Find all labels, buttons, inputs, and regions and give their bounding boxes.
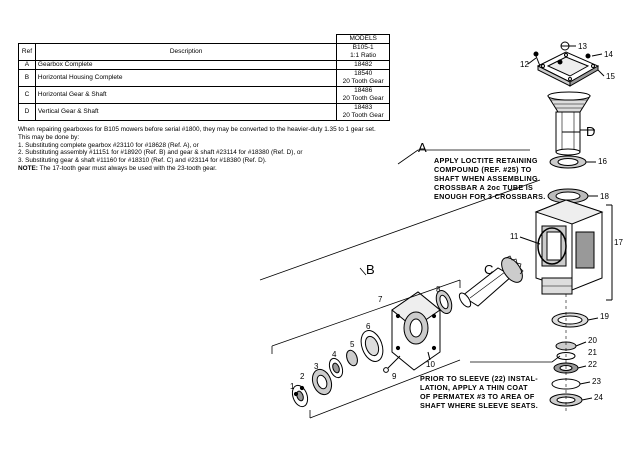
callout-line: CROSSBAR A 2oc TUBE IS [434,183,534,192]
part-number: 4 [332,350,337,359]
row-part-number: 18540 [354,70,373,77]
conversion-notes: When repairing gearboxes for B105 mowers… [18,126,438,173]
part-number: 18 [600,192,609,201]
part-number: 10 [426,360,435,369]
row-part-note: 20 Tooth Gear [342,112,384,119]
row-part-number: 18486 [354,87,373,94]
part-number: 19 [600,312,609,321]
part-number: 12 [520,60,529,69]
part-number: 2 [300,372,305,381]
horizontal-housing-cover [391,291,441,371]
part-number: 11 [510,232,519,241]
gearbox-housing [534,199,604,295]
ref-letter-c: C [484,262,494,277]
parts-table: MODELS Ref Description B105-1 1:1 Ratio … [18,34,390,121]
model-name: B105-1 [352,44,374,51]
note-line: When repairing gearboxes for B105 mowers… [18,126,376,133]
row-part-note: 20 Tooth Gear [342,95,384,102]
vertical-shaft [555,111,581,156]
callout-line: ENOUGH FOR 3 CROSSBARS. [434,192,546,201]
note-line: 3. Substituting gear & shaft #11160 for … [18,157,267,165]
part-number: 15 [606,72,615,81]
note-line: This may be done by: [18,133,80,141]
row-part-note: 20 Tooth Gear [342,78,384,85]
model-header: B105-1 1:1 Ratio [336,43,390,61]
part-number: 9 [392,372,397,381]
note-line: 1. Substituting complete gearbox #23110 … [18,141,199,149]
table-row: C Horizontal Gear & Shaft 18486 20 Tooth… [18,86,390,104]
row-part-number: 18483 [354,104,373,111]
part-number: 3 [314,362,319,371]
ref-letter-a: A [418,140,427,155]
seal-19 [551,312,589,328]
bolt-line [535,55,541,67]
model-ratio: 1:1 Ratio [350,52,377,59]
bolt [560,41,570,51]
callout-line: COMPOUND (REF. #25) TO [434,165,532,174]
note-text: The 17-tooth gear must always be used wi… [39,164,217,172]
callout-line: SHAFT WHEN ASSEMBLING [434,174,538,183]
part-number: 21 [588,348,597,357]
sleeve-callout: PRIOR TO SLEEVE (22) INSTAL- LATION, APP… [420,374,538,410]
part-number: 5 [350,340,355,349]
ring-5 [346,349,358,367]
part-number: 24 [594,393,603,402]
part-number: 8 [436,285,441,294]
part-number: 1 [290,382,295,391]
bolt-head [533,51,539,57]
loctite-callout: APPLY LOCTITE RETAINING COMPOUND (REF. #… [434,156,546,201]
part-number: 14 [604,50,613,59]
bolt-head [557,59,563,65]
note-line: 2. Substituting assembly #11151 for #189… [18,149,303,157]
vertical-bevel-gear [547,91,591,113]
table-row: B Horizontal Housing Complete 18540 20 T… [18,69,390,87]
row-part-number: 18482 [354,61,373,68]
part-number: 7 [378,295,383,304]
part-number: 6 [366,322,371,331]
part-number: 22 [588,360,597,369]
note-line: NOTE: The 17-tooth gear must always be u… [18,165,438,173]
horizontal-gear-shaft [458,255,524,308]
note-bold-label: NOTE: [18,164,38,172]
part-number: 20 [588,336,597,345]
bearing-16 [549,155,587,169]
callout-line: APPLY LOCTITE RETAINING [434,156,538,165]
row-ref: D [18,103,36,121]
bolt-head [585,53,591,59]
part-number: 23 [592,377,601,386]
row-model: 18483 20 Tooth Gear [336,103,390,121]
table-row: D Vertical Gear & Shaft 18483 20 Tooth G… [18,103,390,121]
part-number: 17 [614,238,623,247]
ref-letter-b: B [366,262,375,277]
callout-line: OF PERMATEX #3 TO AREA OF [420,392,535,401]
callout-line: LATION, APPLY A THIN COAT [420,383,528,392]
part-number: 16 [598,157,607,166]
callout-line: PRIOR TO SLEEVE (22) INSTAL- [420,374,538,383]
ref-letter-d: D [586,124,596,139]
row-description: Vertical Gear & Shaft [34,103,338,121]
part-number: 13 [578,42,587,51]
callout-line: SHAFT WHERE SLEEVE SEATS. [420,401,538,410]
